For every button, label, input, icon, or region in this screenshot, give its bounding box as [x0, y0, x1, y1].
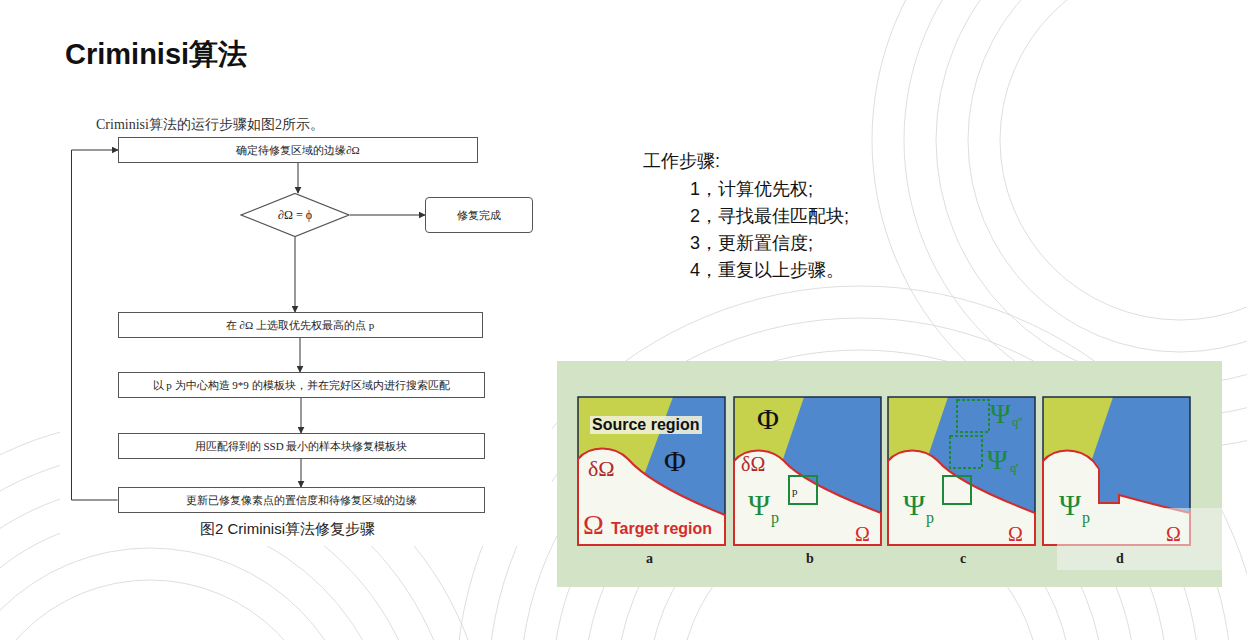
- slide-title: Criminisi算法: [65, 40, 247, 69]
- node-text: 修复完成: [457, 208, 501, 223]
- subscript: q': [1010, 462, 1018, 474]
- panel-border: [888, 397, 1035, 545]
- patch-symbol: Ψ: [1059, 490, 1081, 520]
- set-symbol: Ω: [583, 511, 604, 539]
- node-text: 在 ∂Ω 上选取优先权最高的点 p: [226, 318, 374, 333]
- flow-arrow: [72, 150, 119, 500]
- patch-symbol: Ψ: [987, 446, 1008, 474]
- patch-symbol: Ψ: [748, 490, 770, 520]
- region-name: Target region: [611, 521, 712, 537]
- process-box: 以 p 为中心构造 9*9 的模板块，并在完好区域内进行搜索匹配: [118, 372, 485, 398]
- process-box: 在 ∂Ω 上选取优先权最高的点 p: [118, 312, 483, 338]
- patch-symbol: Ψ: [990, 400, 1011, 428]
- decor-arc: [488, 318, 1232, 640]
- patch-symbol: Ψ: [903, 490, 925, 520]
- target-region: [734, 451, 881, 546]
- intro-text: Criminisi算法的运行步骤如图2所示。: [96, 118, 324, 132]
- flow-arrow: [300, 338, 301, 372]
- flow-arrow: [295, 237, 296, 312]
- terminal-box: 修复完成: [425, 197, 533, 233]
- panel-letter: d: [1116, 552, 1124, 566]
- panel-border: [578, 397, 725, 545]
- target-region: [578, 449, 725, 546]
- source-region: [888, 397, 1035, 545]
- subscript: p: [1082, 510, 1090, 526]
- figure-ground: [60, 108, 552, 546]
- set-symbol: Ω: [1008, 524, 1023, 544]
- decor-arc: [0, 548, 362, 640]
- source-region: [734, 397, 881, 545]
- patch-square: [943, 476, 971, 504]
- set-symbol: Ω: [1166, 524, 1181, 544]
- step-item: 1，计算优先权;: [690, 180, 813, 198]
- decor-arc: [936, 0, 1247, 384]
- node-text: 更新已修复像素点的置信度和待修复区域的边缘: [186, 493, 417, 508]
- decor-arc: [904, 0, 1247, 416]
- decor-arc: [456, 286, 1247, 640]
- decor-arc: [1000, 0, 1247, 320]
- illustration-ground: [557, 361, 1222, 587]
- figure-caption: 图2 Criminisi算法修复步骤: [200, 521, 375, 536]
- flow-arrow: [350, 215, 425, 216]
- target-region: [888, 451, 1035, 546]
- panel-letter: c: [960, 552, 966, 566]
- decor-arc: [0, 580, 330, 640]
- steps-heading: 工作步骤:: [643, 152, 720, 170]
- subscript: q'': [1012, 416, 1022, 428]
- process-box: 确定待修复区域的边缘∂Ω: [118, 137, 478, 163]
- step-item: 3，更新置信度;: [690, 234, 813, 252]
- node-text: ∂Ω = ϕ: [278, 208, 312, 223]
- boundary-symbol: δΩ: [741, 454, 765, 474]
- node-text: 以 p 为中心构造 9*9 的模板块，并在完好区域内进行搜索匹配: [153, 378, 450, 393]
- decor-arc: [968, 0, 1247, 352]
- candidate-patch: [950, 436, 982, 468]
- flow-arrow: [301, 459, 302, 487]
- process-box: 用匹配得到的 SSD 最小的样本块修复模板块: [118, 433, 485, 459]
- inpaint-panel: [578, 397, 725, 545]
- region-name: Source region: [590, 416, 702, 434]
- candidate-patch: [957, 400, 989, 432]
- inpaint-panel: [734, 397, 881, 545]
- flow-arrow: [298, 163, 299, 193]
- set-symbol: Φ: [757, 404, 779, 434]
- node-text: 确定待修复区域的边缘∂Ω: [236, 143, 360, 158]
- panel-letter: a: [646, 552, 653, 566]
- panel-border: [734, 397, 881, 545]
- image-artifact: [1057, 508, 1222, 570]
- set-symbol: Φ: [664, 446, 686, 476]
- node-text: 用匹配得到的 SSD 最小的样本块修复模板块: [195, 439, 408, 454]
- patch-square: [789, 476, 817, 504]
- process-box: 更新已修复像素点的置信度和待修复区域的边缘: [118, 487, 485, 513]
- inpaint-panel: [888, 397, 1035, 545]
- source-region: [578, 397, 725, 545]
- step-item: 4，重复以上步骤。: [690, 261, 844, 279]
- flow-arrow: [301, 398, 302, 433]
- panel-letter: b: [806, 552, 814, 566]
- decision-diamond: ∂Ω = ϕ: [240, 193, 350, 237]
- set-symbol: Ω: [855, 524, 870, 544]
- subscript: p: [771, 510, 779, 526]
- step-item: 2，寻找最佳匹配块;: [690, 207, 849, 225]
- subscript: p: [926, 510, 934, 526]
- point-label: p: [792, 486, 798, 497]
- diamond-shape: [241, 193, 349, 236]
- boundary-symbol: δΩ: [588, 458, 615, 480]
